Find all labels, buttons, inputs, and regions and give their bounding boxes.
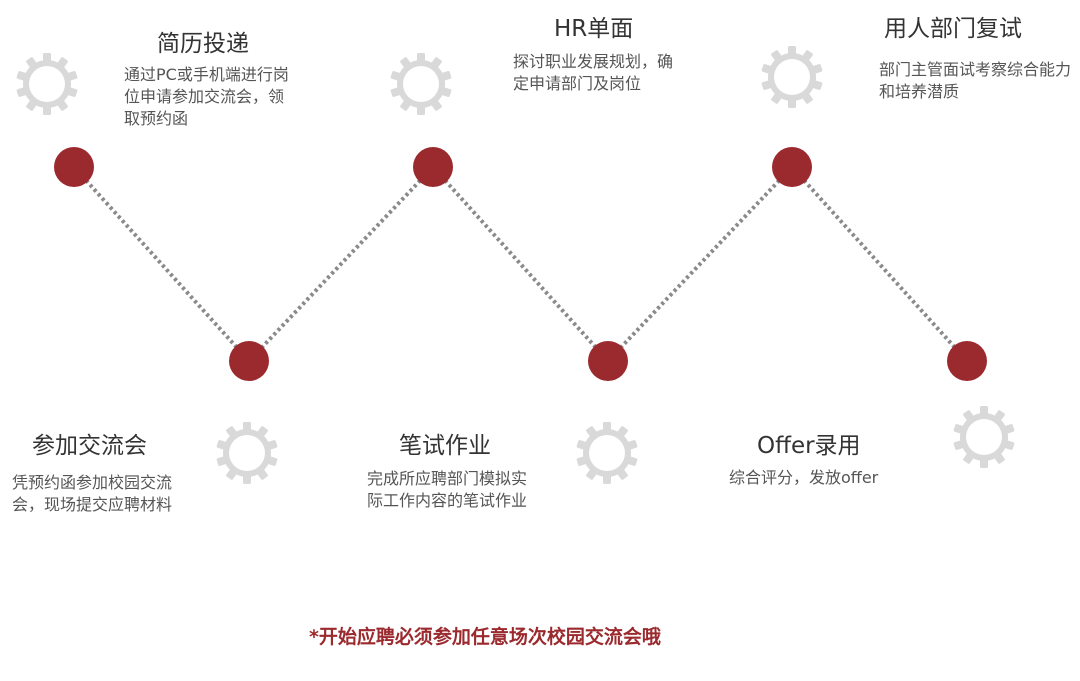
step-5-desc: 部门主管面试考察综合能力和培养潜质 [879,60,1072,101]
step-3-title: HR单面 [554,16,634,42]
gear-icon [16,53,78,115]
gear-icon [216,422,278,484]
step-6-title: Offer录用 [757,433,861,459]
step-node-6 [947,341,987,381]
step-6-desc: 综合评分，发放offer [729,468,879,487]
gear-icon [761,46,823,108]
step-4-desc: 完成所应聘部门模拟实际工作内容的笔试作业 [367,469,528,510]
footer-note: *开始应聘必须参加任意场次校园交流会哦 [309,626,661,648]
connector-line-1 [72,165,251,363]
gear-icon [576,422,638,484]
step-node-3 [413,147,453,187]
connector-line-5 [790,165,969,363]
step-node-5 [772,147,812,187]
step-5-title: 用人部门复试 [884,16,1022,42]
connector-line-4 [606,165,794,363]
step-1-desc: 通过PC或手机端进行岗位申请参加交流会，领取预约函 [124,65,289,128]
connector-line-2 [247,165,435,363]
step-node-2 [229,341,269,381]
gear-icon [390,53,452,115]
step-node-1 [54,147,94,187]
step-3-desc: 探讨职业发展规划，确定申请部门及岗位 [513,52,674,93]
step-4-title: 笔试作业 [399,433,491,459]
connector-line-3 [431,165,610,363]
gear-icon [953,406,1015,468]
step-2-desc: 凭预约函参加校园交流会，现场提交应聘材料 [12,473,173,514]
step-2-title: 参加交流会 [32,433,147,459]
step-node-4 [588,341,628,381]
step-1-title: 简历投递 [157,31,249,57]
